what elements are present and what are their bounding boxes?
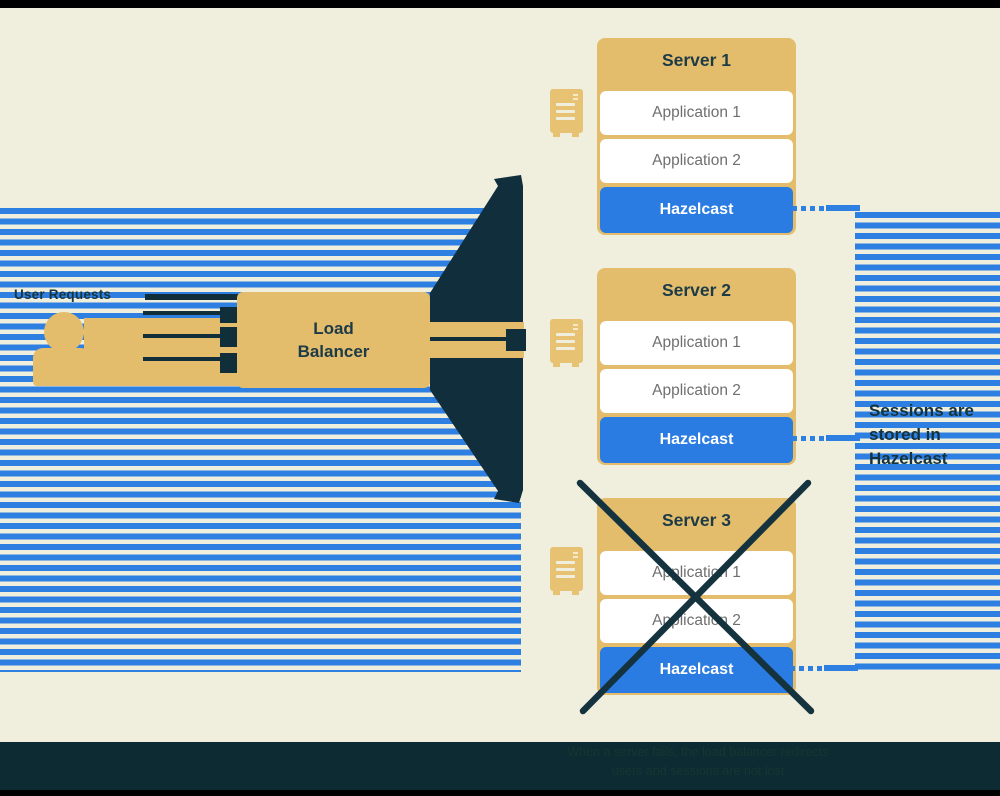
top-black-bar (0, 0, 1000, 8)
solid-connector-3 (824, 665, 858, 671)
failure-cross-icon (576, 479, 815, 715)
stripes-left-region (0, 208, 521, 672)
session-annotation-line3: Hazelcast (869, 449, 948, 468)
server-card-1: Server 1 Application 1 Application 2 Haz… (597, 38, 796, 235)
server-icon (550, 89, 583, 137)
user-to-balancer-band (84, 318, 238, 386)
arrowhead-middle-icon (506, 329, 526, 351)
bottom-bar (0, 742, 1000, 790)
stripes-right-region (855, 212, 1000, 672)
app-row: Application 1 (600, 91, 793, 135)
request-line-3 (143, 357, 223, 361)
server-icon (550, 547, 583, 595)
dotted-connector-3 (790, 666, 824, 671)
server-title: Server 2 (661, 280, 732, 300)
solid-connector-2 (826, 435, 860, 441)
hazelcast-row: Hazelcast (600, 417, 793, 463)
arrow-line-middle (430, 337, 508, 341)
server-icon (550, 319, 583, 367)
dotted-connector-2 (792, 436, 826, 441)
caption-line2: users and sessions are not lost (611, 764, 785, 778)
load-balancer-label-line2: Balancer (297, 342, 370, 361)
app-row: Application 2 (600, 369, 793, 413)
session-annotation-line2: stored in (869, 425, 941, 444)
caption: When a server fails, the load balancer r… (420, 743, 976, 781)
user-icon (44, 312, 84, 352)
app-row: Application 1 (600, 321, 793, 365)
load-balancer-label-line1: Load (313, 319, 354, 338)
server-card-2: Server 2 Application 1 Application 2 Haz… (597, 268, 796, 465)
request-line-top (145, 294, 241, 300)
dotted-connector-1 (792, 206, 826, 211)
caption-line1: When a server fails, the load balancer r… (567, 745, 829, 759)
user-requests-label: User Requests (14, 287, 112, 302)
server-title: Server 1 (661, 50, 732, 70)
session-annotation-line1: Sessions are (869, 401, 974, 420)
solid-connector-1 (826, 205, 860, 211)
load-balancer-box: Load Balancer (237, 292, 430, 388)
request-line-2 (143, 334, 223, 338)
bottom-black-edge (0, 790, 1000, 796)
app-row: Application 2 (600, 599, 793, 643)
hazelcast-row: Hazelcast (600, 647, 793, 693)
user-icon-body (33, 348, 91, 386)
session-annotation: Sessions are stored in Hazelcast (869, 401, 1000, 473)
server-title: Server 3 (661, 510, 732, 530)
app-row: Application 2 (600, 139, 793, 183)
load-balancer-label: Load Balancer (298, 317, 370, 363)
hazelcast-row: Hazelcast (600, 187, 793, 233)
request-line-1 (143, 311, 223, 315)
